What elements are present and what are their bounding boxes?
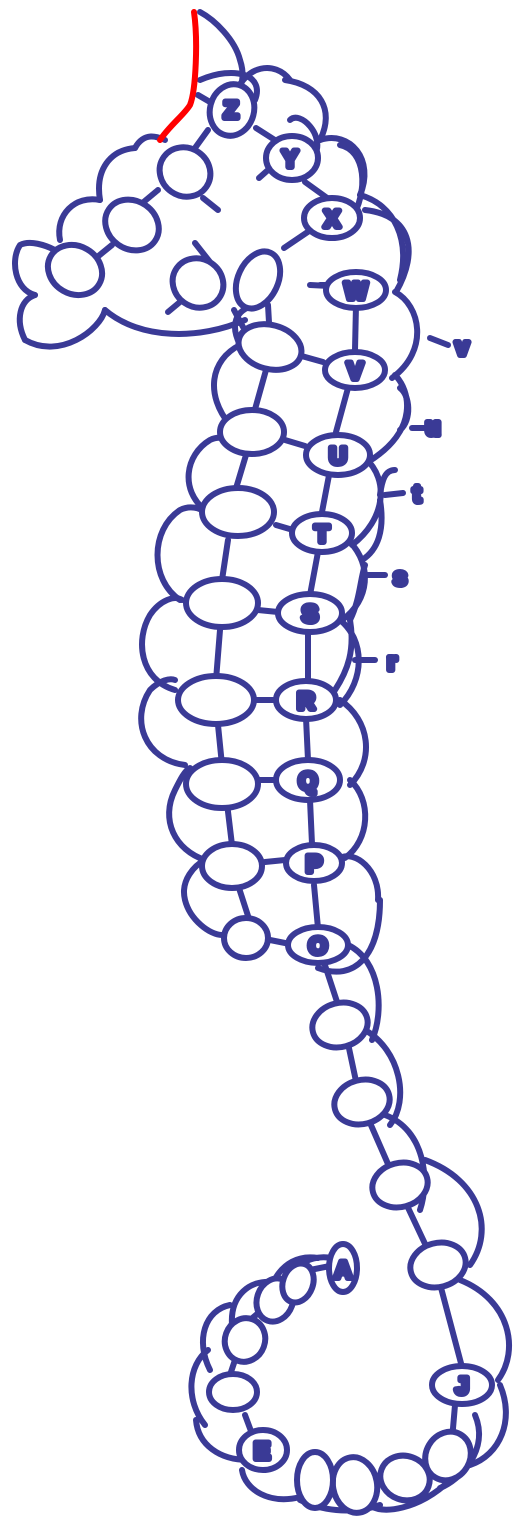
ring-R: [273, 678, 339, 722]
label-A: A: [334, 1257, 351, 1284]
label-t: t: [413, 481, 421, 508]
ring-E: [236, 1427, 290, 1473]
ring-left-5: [183, 576, 261, 630]
ring-Q: [273, 757, 343, 803]
ring-left-3: [183, 757, 261, 811]
label-E: E: [254, 1438, 270, 1465]
ring-tail-3: [369, 1159, 431, 1211]
label-O: O: [309, 933, 328, 960]
ring-X: [301, 195, 363, 241]
ring-left-8: [235, 321, 305, 373]
ring-head-3: [156, 144, 214, 200]
ring-head-4: [102, 196, 162, 254]
ring-left-1: [221, 915, 271, 961]
ring-T: [289, 511, 355, 555]
label-T: T: [315, 521, 330, 548]
ring-tail-14: [279, 1260, 317, 1306]
ring-tail-9: [294, 1449, 336, 1511]
label-J: J: [455, 1373, 468, 1400]
ring-tail-8: [329, 1454, 381, 1516]
label-Z: Z: [224, 97, 239, 124]
ring-A: [326, 1241, 360, 1295]
labels: A E J O P Q R S T U V W X Y Z r s t u v: [221, 94, 473, 1468]
label-X: X: [324, 206, 340, 233]
label-R: R: [297, 688, 314, 715]
ring-P: [283, 842, 345, 884]
label-s: s: [393, 564, 406, 591]
label-V: V: [347, 358, 363, 385]
label-S: S: [302, 601, 318, 628]
ring-tail-11: [206, 1371, 260, 1413]
rings: [44, 81, 495, 1516]
ring-J: [429, 1363, 495, 1407]
ring-tail-12: [221, 1315, 269, 1365]
label-P: P: [306, 851, 322, 878]
ring-U: [303, 432, 373, 478]
ring-head-2: [169, 255, 227, 311]
label-Y: Y: [282, 146, 298, 173]
label-r: r: [387, 649, 396, 676]
ring-tail-4: [407, 1239, 469, 1291]
ring-S: [275, 591, 345, 635]
ring-left-4: [175, 673, 257, 727]
ring-left-7: [217, 407, 287, 457]
ring-head-5: [44, 241, 106, 299]
ring-tail-1: [309, 999, 371, 1051]
ring-Y: [263, 133, 321, 183]
highlighted-segment: [157, 9, 200, 143]
ring-head-1: [232, 248, 284, 312]
ring-tail-2: [331, 1076, 393, 1128]
label-W: W: [345, 278, 368, 305]
ring-Z: [206, 81, 258, 139]
ring-tail-6: [422, 1428, 474, 1484]
label-Q: Q: [299, 768, 318, 795]
ring-O: [285, 924, 351, 966]
ring-V: [322, 349, 388, 391]
ring-left-6: [199, 485, 277, 539]
label-u: u: [426, 414, 441, 441]
ring-W: [323, 269, 389, 311]
ring-left-2: [199, 841, 265, 891]
label-v: v: [455, 334, 469, 361]
label-U: U: [329, 443, 346, 470]
ring-tail-7: [377, 1452, 433, 1504]
